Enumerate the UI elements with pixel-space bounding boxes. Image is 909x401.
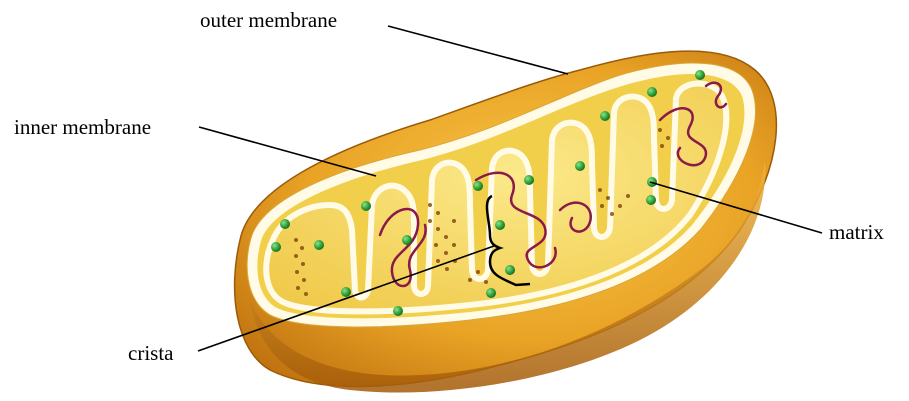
matrix-label: matrix xyxy=(829,222,884,243)
crista-label: crista xyxy=(128,343,173,364)
outer-membrane-label: outer membrane xyxy=(200,10,337,31)
inner-membrane-label: inner membrane xyxy=(14,117,151,138)
outer-membrane-leader xyxy=(388,26,568,74)
